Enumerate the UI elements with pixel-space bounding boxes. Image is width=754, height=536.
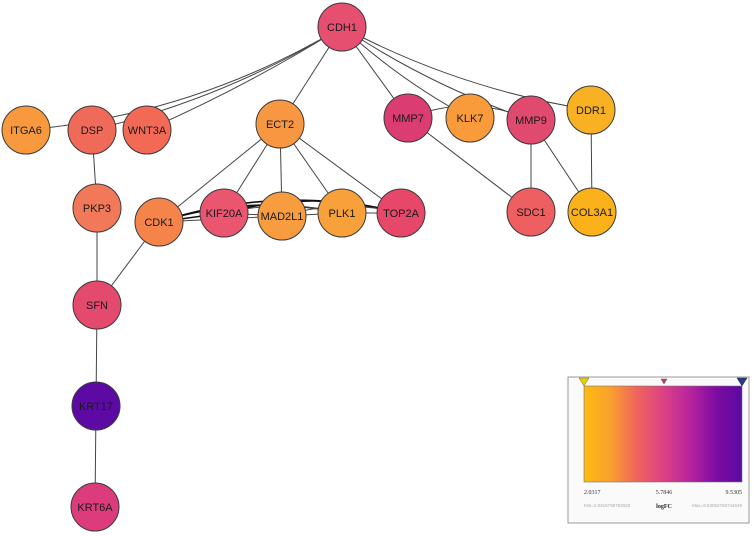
legend-tick-min: 2.0317 xyxy=(584,490,601,496)
legend-tick-max: 9.5305 xyxy=(726,490,743,496)
legend-title: logFC xyxy=(656,504,672,510)
node-klk7[interactable]: KLK7 xyxy=(445,93,495,143)
node-label: KRT17 xyxy=(79,401,113,413)
color-legend: 2.0317 5.7846 9.5305 Min=2.0316799783029… xyxy=(567,376,750,524)
node-krt17[interactable]: KRT17 xyxy=(71,381,121,431)
node-pkp3[interactable]: PKP3 xyxy=(72,183,122,233)
node-circle[interactable] xyxy=(70,482,120,532)
edge-cdh1-ddr1[interactable] xyxy=(341,26,592,111)
node-label: MMP7 xyxy=(392,113,424,125)
node-ddr1[interactable]: DDR1 xyxy=(566,85,616,135)
node-label: ECT2 xyxy=(266,119,294,131)
node-circle[interactable] xyxy=(255,99,305,149)
node-circle[interactable] xyxy=(72,280,122,330)
legend-tick-mid: 5.7846 xyxy=(656,490,673,496)
node-circle[interactable] xyxy=(122,105,172,155)
node-label: KRT6A xyxy=(77,502,113,514)
legend-max-note: Max=9.53052765744649 xyxy=(692,503,742,508)
node-label: PKP3 xyxy=(83,203,111,215)
node-circle[interactable] xyxy=(445,93,495,143)
node-label: PLK1 xyxy=(329,208,356,220)
node-label: DDR1 xyxy=(576,105,606,117)
node-circle[interactable] xyxy=(134,197,184,247)
node-circle[interactable] xyxy=(376,188,426,238)
node-sdc1[interactable]: SDC1 xyxy=(506,187,556,237)
node-cdk1[interactable]: CDK1 xyxy=(134,197,184,247)
edge-cdh1-wnt3a[interactable] xyxy=(146,26,343,131)
node-label: MAD2L1 xyxy=(261,211,304,223)
node-label: CDK1 xyxy=(144,217,173,229)
node-col3a1[interactable]: COL3A1 xyxy=(567,187,617,237)
node-mmp9[interactable]: MMP9 xyxy=(506,95,556,145)
node-circle[interactable] xyxy=(317,188,367,238)
node-circle[interactable] xyxy=(506,95,556,145)
node-label: CDH1 xyxy=(327,22,357,34)
node-top2a[interactable]: TOP2A xyxy=(376,188,426,238)
legend-min-note: Min=2.0316799783029 xyxy=(584,503,631,508)
node-kif20a[interactable]: KIF20A xyxy=(199,188,249,238)
node-circle[interactable] xyxy=(383,93,433,143)
node-circle[interactable] xyxy=(566,85,616,135)
node-label: KIF20A xyxy=(206,208,243,220)
node-mad2l1[interactable]: MAD2L1 xyxy=(257,191,307,241)
node-label: TOP2A xyxy=(383,208,420,220)
node-cdh1[interactable]: CDH1 xyxy=(317,2,367,52)
legend-min-handle-icon[interactable] xyxy=(578,377,590,387)
node-label: COL3A1 xyxy=(571,207,613,219)
node-wnt3a[interactable]: WNT3A xyxy=(122,105,172,155)
node-dsp[interactable]: DSP xyxy=(67,105,117,155)
node-circle[interactable] xyxy=(71,381,121,431)
node-label: MMP9 xyxy=(515,115,547,127)
node-circle[interactable] xyxy=(199,188,249,238)
node-label: DSP xyxy=(81,125,104,137)
legend-max-handle-icon[interactable] xyxy=(736,377,748,387)
node-label: SFN xyxy=(86,300,108,312)
node-circle[interactable] xyxy=(1,105,51,155)
node-sfn[interactable]: SFN xyxy=(72,280,122,330)
node-plk1[interactable]: PLK1 xyxy=(317,188,367,238)
node-circle[interactable] xyxy=(72,183,122,233)
node-label: ITGA6 xyxy=(10,125,42,137)
edge-layer xyxy=(25,26,593,508)
node-label: KLK7 xyxy=(457,113,484,125)
node-krt6a[interactable]: KRT6A xyxy=(70,482,120,532)
node-circle[interactable] xyxy=(257,191,307,241)
node-label: WNT3A xyxy=(128,125,167,137)
node-circle[interactable] xyxy=(67,105,117,155)
node-ect2[interactable]: ECT2 xyxy=(255,99,305,149)
legend-mid-handle-icon[interactable] xyxy=(660,378,668,385)
legend-gradient-bar xyxy=(583,385,743,483)
node-mmp7[interactable]: MMP7 xyxy=(383,93,433,143)
node-circle[interactable] xyxy=(317,2,367,52)
node-circle[interactable] xyxy=(506,187,556,237)
node-itga6[interactable]: ITGA6 xyxy=(1,105,51,155)
node-circle[interactable] xyxy=(567,187,617,237)
node-label: SDC1 xyxy=(516,207,545,219)
